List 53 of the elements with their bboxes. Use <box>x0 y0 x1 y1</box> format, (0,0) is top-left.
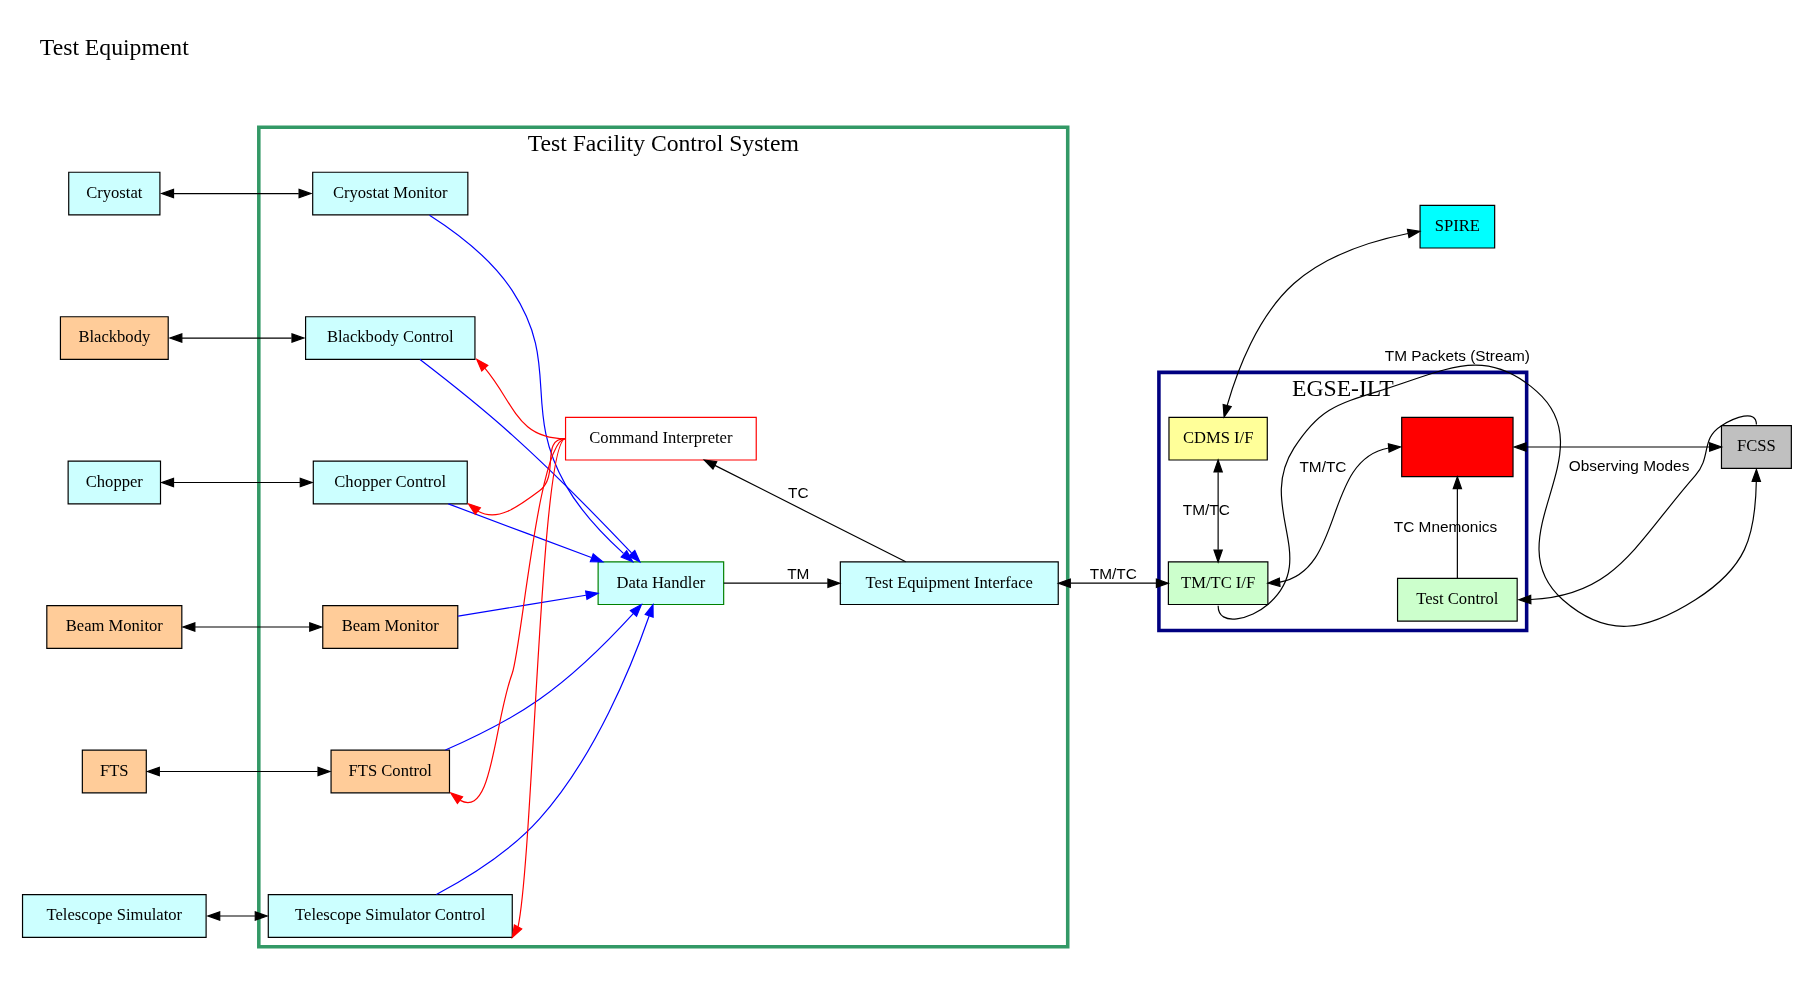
node-box: Command Interpreter <box>564 416 757 461</box>
node-box: Blackbody Control <box>305 315 476 360</box>
arrow <box>447 502 605 562</box>
arrow <box>1512 441 1724 452</box>
arrow <box>435 602 654 895</box>
arrow <box>1222 228 1422 419</box>
arrow <box>159 188 313 199</box>
node-box: FTS Control <box>330 749 451 793</box>
arrow <box>1266 442 1403 587</box>
edge-label: TM <box>787 564 810 582</box>
arrow <box>449 437 567 804</box>
node-box: Cryostat Monitor <box>312 171 469 215</box>
node-box: SPIRE <box>1419 204 1496 249</box>
edge-label: TM/TC <box>1299 457 1347 475</box>
arrow <box>511 437 567 939</box>
node-box: Telescope Simulator <box>21 893 207 938</box>
edge-label: TM/TC <box>1089 564 1137 582</box>
edge-label: TC <box>788 483 809 501</box>
arrow <box>419 358 642 563</box>
node-box: Chopper Control <box>312 460 468 504</box>
arrow <box>168 332 306 343</box>
arrow <box>1452 474 1463 579</box>
node-box: Chopper <box>67 460 162 504</box>
label: Test Equipment <box>39 33 189 60</box>
node-box: Blackbody <box>59 315 169 360</box>
arrow <box>467 437 567 515</box>
node-box: FCSS <box>1720 424 1792 469</box>
node-box: TM/TC I/F <box>1167 560 1269 605</box>
node-box: Telescope Simulator Control <box>267 893 513 938</box>
arrow <box>206 910 269 921</box>
node-box: Test Equipment Interface <box>839 560 1059 605</box>
node-box: Cryostat <box>68 171 161 215</box>
arrow <box>1213 457 1224 564</box>
arrow <box>159 477 314 487</box>
arrow <box>702 458 907 562</box>
arrow <box>428 214 635 563</box>
arrow <box>181 621 324 632</box>
edge-label: TM Packets (Stream) <box>1384 346 1530 364</box>
arrow <box>1056 577 1170 588</box>
node-box: FTS <box>81 749 147 793</box>
node-box: Test Control <box>1396 577 1518 622</box>
arrow <box>1517 414 1757 604</box>
arrow <box>1217 364 1762 627</box>
arrow <box>145 766 332 776</box>
arrow <box>444 602 643 751</box>
node-box: Data Handler <box>597 560 725 605</box>
node-box <box>1401 416 1514 477</box>
edge-label: Observing Modes <box>1568 456 1690 474</box>
node-box: Beam Monitor <box>322 604 459 649</box>
node-box: Beam Monitor <box>46 604 183 649</box>
arrow <box>723 577 842 588</box>
node-box: CDMS I/F <box>1168 416 1268 461</box>
arrow <box>457 589 600 617</box>
